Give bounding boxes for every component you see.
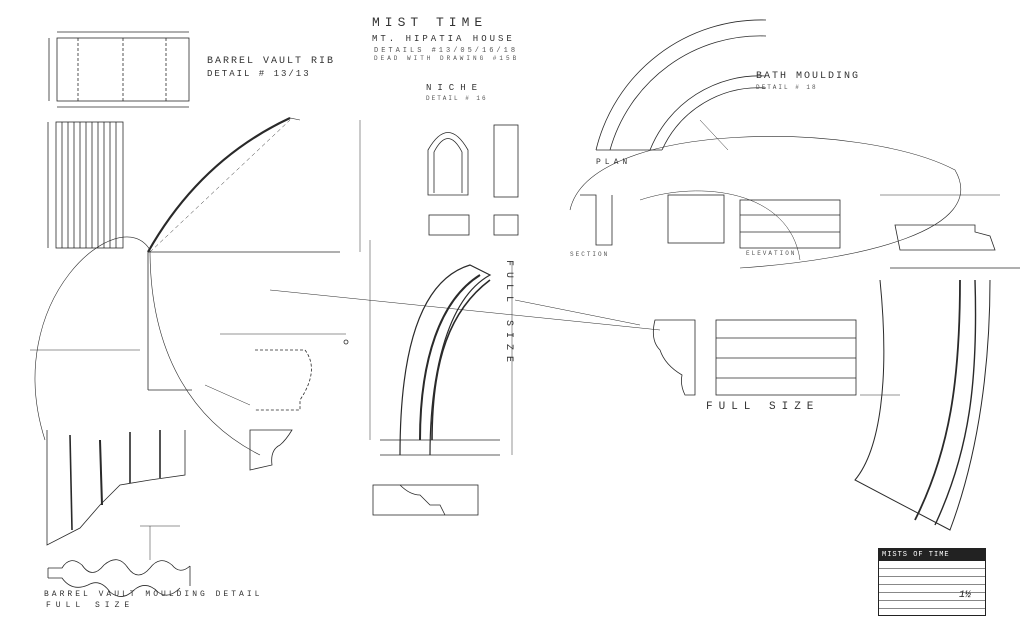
label-bath-moulding: BATH MOULDING: [756, 71, 861, 82]
fluted-panel: [47, 121, 124, 249]
barrel-vault-rib-arc: [147, 117, 361, 391]
curved-molding-right: [854, 279, 991, 531]
label-bath-moulding-detail: DETAIL # 18: [756, 84, 818, 91]
bath-molding-profile: [880, 194, 1020, 269]
vault-molding-profile: [47, 525, 191, 597]
vault-plan-rectangle: [48, 31, 190, 108]
title-block-sheet-number: 1½: [958, 590, 971, 601]
sheet-details: DETAILS #13/05/16/18: [374, 47, 519, 55]
full-size-molding: [269, 289, 857, 396]
sheet-subtitle: MT. HIPATIA HOUSE: [372, 34, 515, 44]
section-cut-curve: [30, 236, 261, 456]
title-block-row: [879, 585, 985, 593]
title-block-row: [879, 561, 985, 569]
label-full-size-bottom: FULL SIZE: [46, 601, 135, 610]
niche-curved-molding: [372, 262, 513, 516]
title-block: MISTS OF TIME 1½: [878, 548, 986, 616]
title-block-row: [879, 601, 985, 609]
rib-profile: [249, 349, 312, 471]
bath-section-elevation: [569, 136, 962, 269]
sheet-reference: DEAD WITH DRAWING #15B: [374, 55, 520, 62]
label-full-size-vertical: FULL SIZE: [503, 260, 514, 369]
leader-lines: [204, 240, 900, 440]
label-plan: PLAN: [596, 158, 632, 167]
title-block-company: MISTS OF TIME: [879, 549, 985, 561]
label-full-size-right: FULL SIZE: [706, 401, 820, 413]
label-elevation: ELEVATION: [746, 250, 797, 257]
sheet-title: MIST TIME: [372, 15, 488, 30]
label-barrel-vault-molding: BARREL VAULT MOULDING DETAIL: [44, 590, 263, 599]
niche-elevation: [427, 124, 519, 236]
label-niche: NICHE: [426, 83, 484, 93]
title-block-row: [879, 577, 985, 585]
plan-arc: [595, 19, 767, 151]
title-block-row: [879, 569, 985, 577]
vault-drape: [46, 430, 186, 546]
label-barrel-vault-rib: BARREL VAULT RIB: [207, 56, 336, 67]
title-block-row: [879, 593, 985, 601]
label-niche-detail: DETAIL # 16: [426, 95, 488, 102]
label-barrel-vault-rib-detail: DETAIL # 13/13: [207, 69, 311, 79]
label-section: SECTION: [570, 251, 610, 258]
